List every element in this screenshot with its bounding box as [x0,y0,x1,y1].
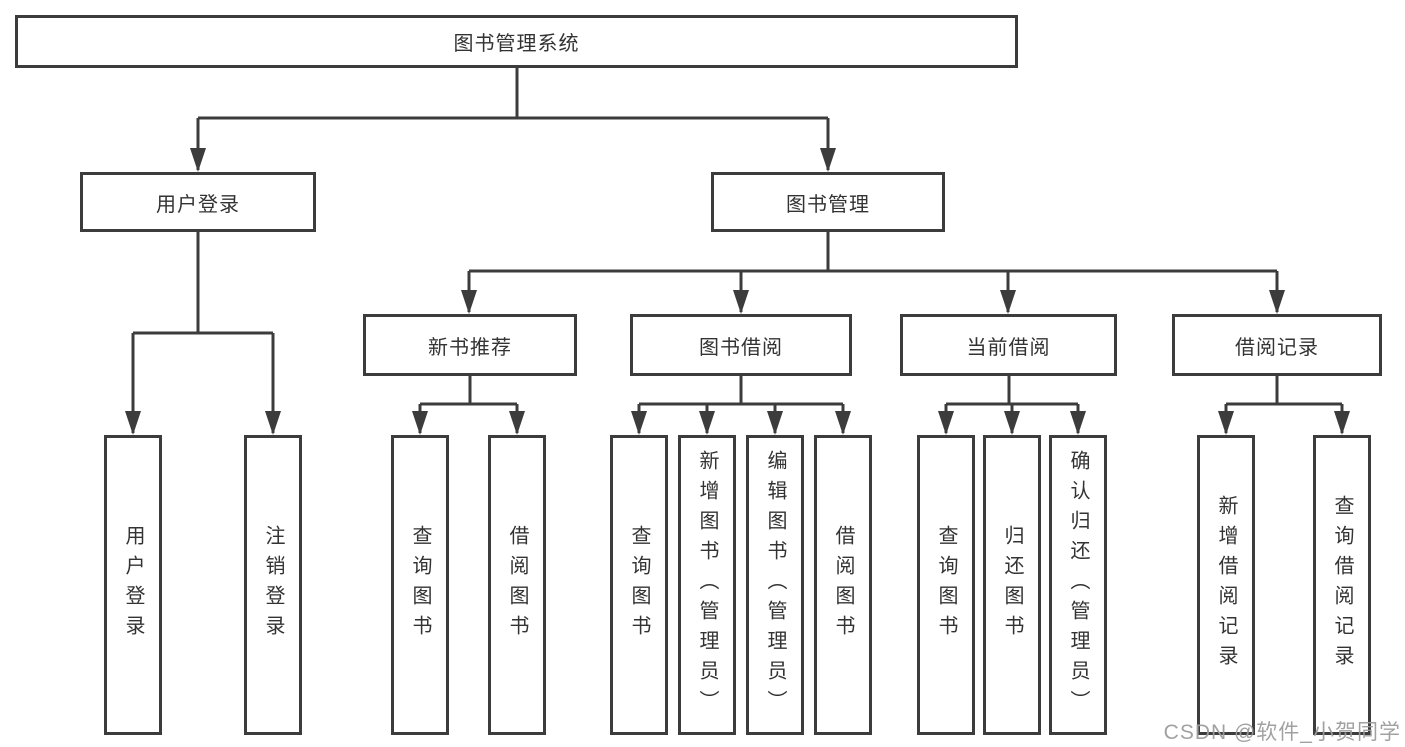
leaf-user-login: 用户登录 [104,435,162,735]
node-user-login-label: 用户登录 [156,193,240,216]
leaf-borrow-query-book-label: 查询图书 [628,525,650,645]
node-root-system: 图书管理系统 [15,15,1018,68]
leaf-current-return-book: 归还图书 [983,435,1041,735]
leaf-borrow-edit-book: 编辑图书（管理员） [746,435,804,735]
leaf-borrow-query-book: 查询图书 [610,435,668,735]
node-book-management: 图书管理 [711,172,945,232]
leaf-current-confirm-return: 确认归还（管理员） [1049,435,1107,735]
leaf-borrow-borrow-book: 借阅图书 [814,435,872,735]
leaf-user-login-label: 用户登录 [122,525,144,645]
edge-newbook-to-leaves [418,376,519,433]
node-current-borrow: 当前借阅 [900,314,1117,376]
node-current-borrow-label: 当前借阅 [966,336,1051,359]
leaf-logout-login-label: 注销登录 [262,525,284,645]
leaf-records-query-record-label: 查询借阅记录 [1331,495,1353,675]
node-new-book-recommend-label: 新书推荐 [428,336,512,359]
leaf-current-query-book-label: 查询图书 [935,525,957,645]
leaf-recommend-query-book: 查询图书 [391,435,449,735]
leaf-borrow-add-book: 新增图书（管理员） [678,435,736,735]
leaf-current-return-book-label: 归还图书 [1001,525,1023,645]
leaf-records-add-record-label: 新增借阅记录 [1215,495,1237,675]
node-borrow-records: 借阅记录 [1172,314,1382,376]
edge-root-to-level2 [196,68,830,170]
leaf-recommend-query-book-label: 查询图书 [409,525,431,645]
node-borrow-records-label: 借阅记录 [1235,336,1319,359]
leaf-recommend-borrow-book: 借阅图书 [488,435,546,735]
node-book-management-label: 图书管理 [786,193,870,216]
leaf-borrow-borrow-book-label: 借阅图书 [832,525,854,645]
edge-mgmt-to-level3 [467,232,1279,312]
leaf-current-query-book: 查询图书 [917,435,975,735]
node-root-label: 图书管理系统 [453,33,580,55]
leaf-records-query-record: 查询借阅记录 [1313,435,1371,735]
leaf-logout-login: 注销登录 [244,435,302,735]
leaf-records-add-record: 新增借阅记录 [1197,435,1255,735]
node-book-borrow-label: 图书借阅 [699,336,783,359]
edge-login-to-leaves [131,232,275,433]
node-book-borrow: 图书借阅 [630,314,852,376]
leaf-current-confirm-return-label: 确认归还（管理员） [1067,450,1089,720]
node-new-book-recommend: 新书推荐 [363,314,577,376]
edge-records-to-leaves [1224,376,1344,433]
leaf-borrow-edit-book-label: 编辑图书（管理员） [764,450,786,720]
leaf-recommend-borrow-book-label: 借阅图书 [506,525,528,645]
edge-borrow-to-leaves [637,376,845,433]
leaf-borrow-add-book-label: 新增图书（管理员） [696,450,718,720]
node-user-login: 用户登录 [80,172,316,232]
